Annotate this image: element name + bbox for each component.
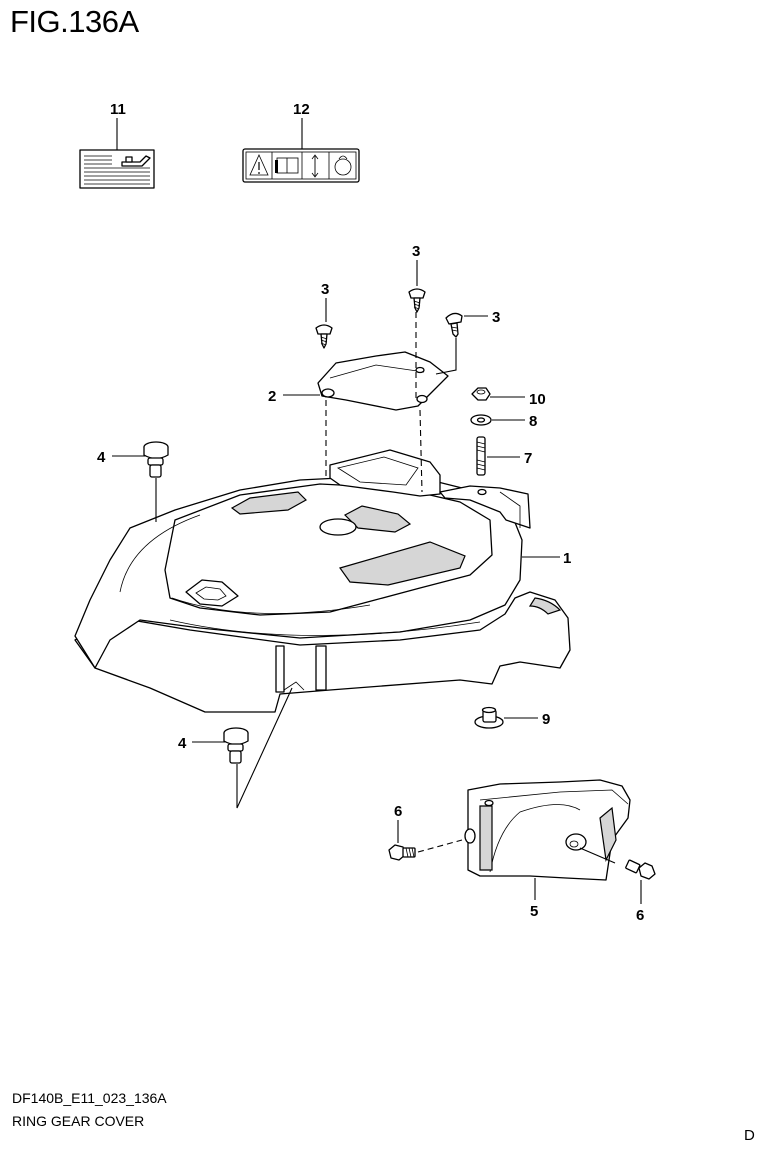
warning-triangle-icon	[249, 154, 269, 176]
part-8-washer[interactable]	[470, 414, 492, 426]
part-1-ring-gear-cover[interactable]	[74, 449, 571, 713]
part-4-grommet-lower[interactable]	[223, 727, 249, 764]
callout-12: 12	[293, 101, 310, 118]
callout-6-left: 6	[394, 803, 402, 820]
callout-4-lower: 4	[178, 735, 187, 752]
part-3-screw-top[interactable]	[408, 288, 426, 313]
part-5-bracket[interactable]	[464, 779, 631, 881]
callout-5: 5	[530, 903, 538, 920]
figure-name: RING GEAR COVER	[12, 1113, 145, 1129]
callout-11: 11	[110, 101, 126, 118]
part-11-oil-label[interactable]	[79, 149, 155, 189]
callout-10: 10	[529, 391, 546, 408]
page-letter: D	[744, 1127, 755, 1144]
callout-3-left: 3	[321, 281, 329, 298]
part-12-caution-label[interactable]	[242, 148, 360, 183]
part-10-nut[interactable]	[471, 387, 491, 401]
part-3-screw-right[interactable]	[445, 312, 463, 338]
round-symbol-icon	[334, 155, 352, 176]
part-6-bolt-left[interactable]	[388, 844, 416, 861]
manual-book-icon	[275, 157, 299, 174]
part-2-cover-plate[interactable]	[317, 351, 449, 411]
callout-4-upper: 4	[97, 449, 106, 466]
callout-1: 1	[563, 550, 571, 567]
part-6-bolt-right[interactable]	[625, 859, 656, 880]
part-7-stud-bolt[interactable]	[476, 436, 486, 476]
figure-title: FIG.136A	[10, 4, 139, 39]
callout-6-right: 6	[636, 907, 644, 924]
callout-3-right: 3	[492, 309, 500, 326]
part-4-grommet-upper[interactable]	[143, 441, 169, 478]
oil-can-icon	[121, 155, 151, 167]
callout-9: 9	[542, 711, 550, 728]
callout-7: 7	[524, 450, 532, 467]
part-9-grommet[interactable]	[474, 706, 504, 729]
callout-2: 2	[268, 388, 276, 405]
part-3-screw-left[interactable]	[315, 324, 333, 349]
callout-3-top: 3	[412, 243, 420, 260]
callout-8: 8	[529, 413, 537, 430]
up-down-arrow-icon	[311, 154, 319, 178]
figure-code: DF140B_E11_023_136A	[12, 1090, 167, 1106]
